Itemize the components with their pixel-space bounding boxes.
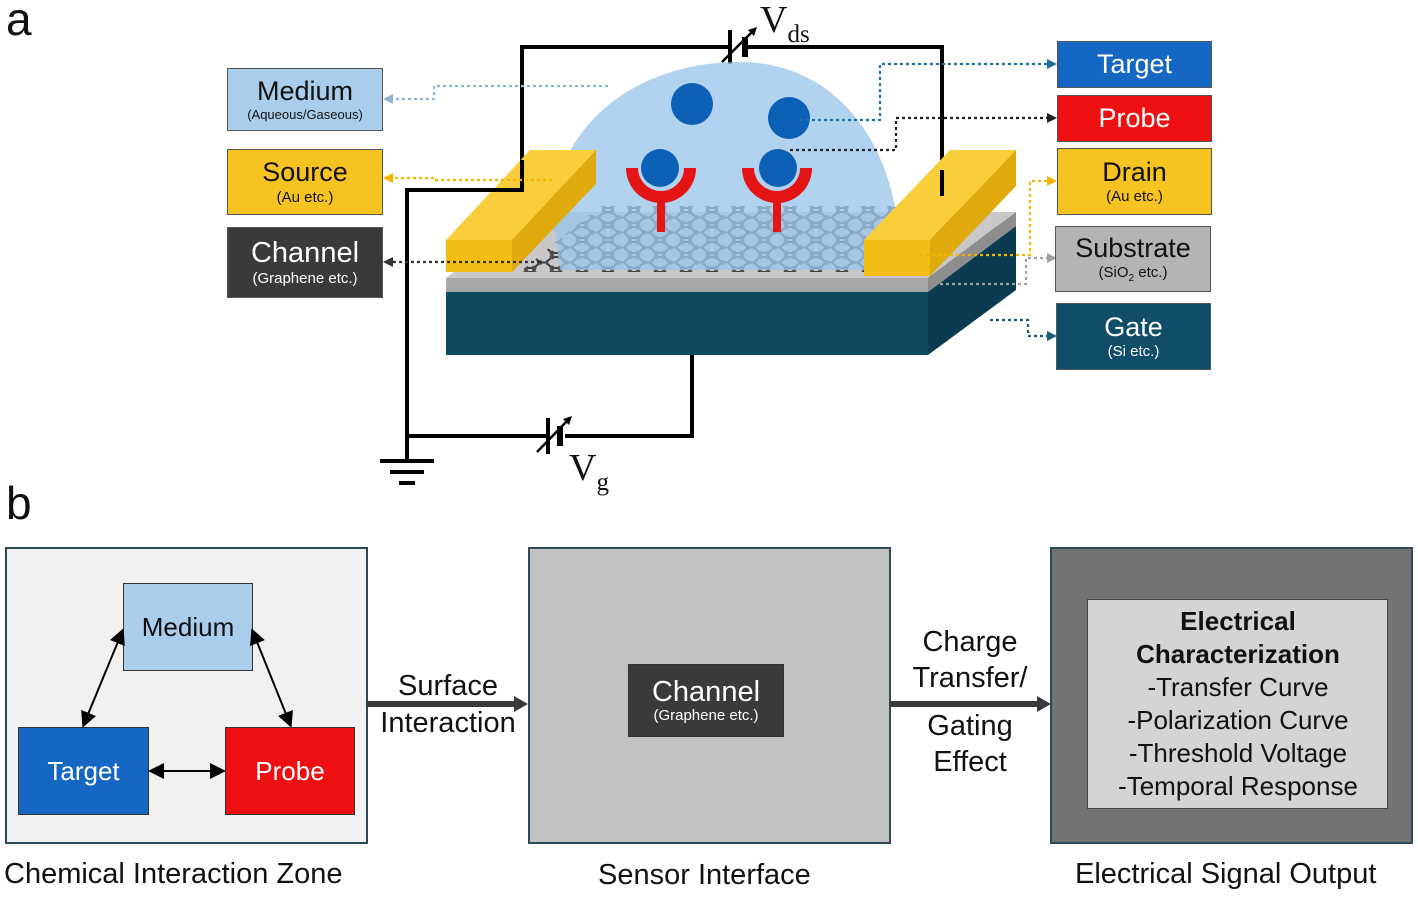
zone3-caption: Electrical Signal Output [1075, 858, 1377, 890]
charge-transfer-line-1: Charge [922, 626, 1018, 658]
zone2-channel-title: Channel [651, 676, 761, 708]
charge-transfer-label-bottom: Gating Effect [890, 708, 1050, 780]
legend-probe: Probe [1057, 95, 1212, 142]
ec-heading-line-1: Electrical [1180, 606, 1296, 636]
leader-arrowhead [1047, 176, 1057, 186]
zone1-probe-label: Probe [255, 755, 325, 786]
target-molecule [671, 83, 713, 125]
zone1-medium-box: Medium [123, 583, 253, 671]
zone1-caption: Chemical Interaction Zone [4, 858, 343, 890]
legend-medium: Medium (Aqueous/Gaseous) [227, 68, 383, 131]
vds-battery-icon [721, 27, 757, 64]
leader-arrowhead [1047, 331, 1057, 341]
legend-gate-title: Gate [1104, 311, 1163, 342]
legend-probe-title: Probe [1098, 103, 1171, 134]
electrical-characterization-box [1087, 599, 1388, 809]
vds-sub: ds [787, 21, 810, 48]
legend-target-title: Target [1096, 49, 1173, 80]
legend-drain-subtitle: (Au etc.) [1106, 188, 1163, 206]
substrate-sub-index: 2 [1128, 272, 1135, 284]
legend-target: Target [1057, 41, 1212, 88]
vds-main: V [760, 0, 788, 41]
panel-b-letter: b [6, 477, 32, 529]
surface-interaction-line-2: Interaction [380, 707, 516, 739]
vg-label: Vg [569, 446, 609, 496]
surface-interaction-line-1: Surface [398, 670, 498, 702]
target-molecule [768, 97, 810, 139]
vds-label: Vds [760, 0, 810, 48]
ec-item: -Polarization Curve [1127, 705, 1349, 735]
legend-channel-title: Channel [250, 236, 360, 269]
zone2-caption: Sensor Interface [598, 859, 811, 891]
legend-channel: Channel (Graphene etc.) [227, 227, 383, 298]
legend-substrate-subtitle: (SiO2 etc.) [1099, 265, 1168, 285]
leader-source [392, 176, 552, 182]
leader-arrowhead [383, 173, 393, 183]
zone2-channel-subtitle: (Graphene etc.) [653, 707, 759, 724]
surface-interaction-arrow [366, 696, 528, 712]
zone1-medium-label: Medium [141, 611, 235, 642]
legend-substrate-title: Substrate [1075, 232, 1191, 263]
leader-target [800, 62, 1050, 122]
probe-receptor [626, 168, 696, 232]
leader-arrowhead [383, 94, 393, 104]
gate-wire [565, 355, 694, 438]
legend-medium-subtitle: (Aqueous/Gaseous) [247, 107, 363, 123]
legend-channel-subtitle: (Graphene etc.) [252, 270, 358, 288]
ec-item: -Transfer Curve [1147, 672, 1329, 702]
source-electrode [446, 150, 596, 272]
charge-transfer-line-3: Gating [927, 710, 1013, 742]
medium-droplet [552, 62, 896, 270]
ec-heading-line-2: Characterization [1136, 639, 1340, 669]
zone1-interaction-arrows [81, 628, 293, 779]
legend-substrate: Substrate (SiO2 etc.) [1055, 226, 1211, 292]
leader-arrowhead [383, 257, 393, 267]
zone1-target-box: Target [18, 727, 149, 815]
legend-medium-title: Medium [256, 76, 354, 106]
charge-transfer-arrow [889, 696, 1051, 712]
legend-source-title: Source [262, 157, 348, 188]
ground-icon [380, 459, 434, 485]
target-molecule [759, 149, 797, 187]
electrical-characterization-text: Electrical Characterization -Transfer Cu… [1088, 605, 1388, 803]
vds-circuit-wire [520, 45, 944, 196]
legend-drain: Drain (Au etc.) [1057, 148, 1212, 215]
probe-receptor [742, 168, 812, 232]
charge-transfer-line-4: Effect [933, 746, 1007, 778]
substrate-sub-post: etc.) [1134, 263, 1168, 281]
leader-arrowhead [1047, 59, 1057, 69]
panel-a-letter: a [6, 0, 32, 45]
fet-device-illustration [380, 27, 1057, 485]
leader-probe [790, 116, 1050, 152]
target-molecule [641, 149, 679, 187]
leader-gate [990, 318, 1050, 338]
charge-transfer-label-top: Charge Transfer/ [890, 624, 1050, 696]
ec-item: -Temporal Response [1118, 771, 1358, 801]
leader-drain [920, 179, 1050, 257]
substrate-sub-pre: (SiO [1098, 263, 1129, 281]
legend-source-subtitle: (Au etc.) [276, 188, 334, 206]
legend-gate: Gate (Si etc.) [1056, 303, 1211, 370]
vg-battery-icon [536, 416, 572, 454]
vg-main: V [569, 447, 597, 489]
source-wire [405, 160, 524, 460]
zone2-channel-box: Channel (Graphene etc.) [628, 664, 784, 737]
legend-drain-title: Drain [1102, 156, 1167, 187]
vg-sub: g [596, 469, 609, 496]
charge-transfer-line-2: Transfer/ [912, 662, 1028, 694]
ec-item: -Threshold Voltage [1128, 738, 1348, 768]
leader-arrowhead [1047, 253, 1057, 263]
leader-medium [392, 84, 608, 101]
legend-source: Source (Au etc.) [227, 149, 383, 215]
legend-gate-subtitle: (Si etc.) [1107, 343, 1160, 361]
zone1-target-label: Target [47, 755, 120, 786]
surface-interaction-label: Surface Interaction [368, 668, 528, 741]
leader-substrate [940, 256, 1050, 286]
leader-arrowhead [1047, 113, 1057, 123]
